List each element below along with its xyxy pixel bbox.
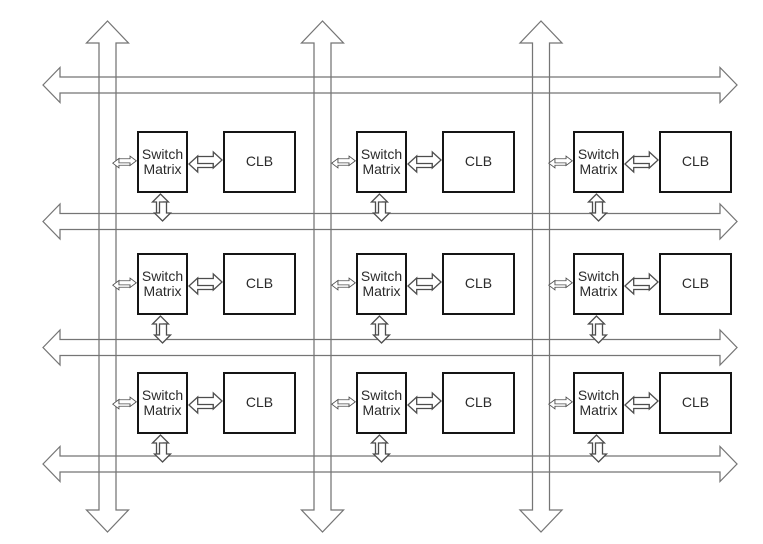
switch-matrix-box: Switch Matrix [573, 253, 624, 315]
switch-matrix-box: Switch Matrix [573, 131, 624, 193]
clb-box: CLB [442, 372, 515, 434]
logic-cell-r2-c2: Switch Matrix CLB [331, 253, 515, 344]
switch-matrix-label-line2: Matrix [143, 161, 182, 177]
clb-box: CLB [442, 131, 515, 193]
switch-matrix-label-line1: Switch [360, 145, 403, 162]
switch-matrix-box: Switch Matrix [573, 372, 624, 434]
switch-matrix-label-line1: Switch [577, 386, 620, 403]
switch-clb-bidirectional-arrow-icon [188, 391, 223, 415]
switch-matrix-label-line1: Switch [141, 145, 184, 162]
switch-matrix-box: Switch Matrix [356, 372, 407, 434]
switch-channel-vertical-bidirectional-arrow-icon [586, 434, 609, 463]
clb-box: CLB [442, 253, 515, 315]
clb-box: CLB [659, 372, 732, 434]
logic-cell-r3-c1: Switch Matrix CLB [112, 372, 296, 463]
clb-box: CLB [223, 131, 296, 193]
switch-channel-vertical-bidirectional-arrow-icon [586, 193, 609, 222]
logic-cell-r2-c1: Switch Matrix CLB [112, 253, 296, 344]
switch-matrix-label-line2: Matrix [362, 283, 401, 299]
switch-matrix-label-line1: Switch [141, 386, 184, 403]
channel-switch-bidirectional-arrow-icon [112, 396, 137, 410]
clb-label: CLB [245, 275, 274, 292]
switch-clb-bidirectional-arrow-icon [624, 272, 659, 296]
vertical-routing-channel-1 [85, 20, 130, 533]
switch-matrix-label-line2: Matrix [362, 161, 401, 177]
horizontal-routing-channel-4 [42, 444, 738, 484]
channel-switch-bidirectional-arrow-icon [331, 155, 356, 169]
switch-matrix-label-line1: Switch [577, 267, 620, 284]
clb-box: CLB [659, 131, 732, 193]
switch-matrix-box: Switch Matrix [137, 131, 188, 193]
switch-channel-vertical-bidirectional-arrow-icon [150, 315, 173, 344]
vertical-routing-channel-3 [518, 20, 564, 533]
channel-switch-bidirectional-arrow-icon [331, 396, 356, 410]
logic-cell-r1-c1: Switch Matrix CLB [112, 131, 296, 222]
channel-switch-bidirectional-arrow-icon [331, 277, 356, 291]
clb-box: CLB [223, 372, 296, 434]
switch-matrix-label-line2: Matrix [579, 402, 618, 418]
channel-switch-bidirectional-arrow-icon [112, 277, 137, 291]
switch-matrix-box: Switch Matrix [356, 131, 407, 193]
logic-cell-r2-c3: Switch Matrix CLB [548, 253, 732, 344]
clb-label: CLB [681, 394, 710, 411]
switch-matrix-label-line1: Switch [360, 267, 403, 284]
clb-label: CLB [681, 153, 710, 170]
switch-matrix-label-line2: Matrix [143, 283, 182, 299]
logic-cell-r1-c3: Switch Matrix CLB [548, 131, 732, 222]
channel-switch-bidirectional-arrow-icon [548, 396, 573, 410]
clb-box: CLB [659, 253, 732, 315]
switch-channel-vertical-bidirectional-arrow-icon [586, 315, 609, 344]
channel-switch-bidirectional-arrow-icon [112, 155, 137, 169]
logic-cell-r3-c3: Switch Matrix CLB [548, 372, 732, 463]
logic-cell-r1-c2: Switch Matrix CLB [331, 131, 515, 222]
switch-matrix-box: Switch Matrix [137, 253, 188, 315]
horizontal-routing-channel-1 [42, 65, 738, 105]
switch-matrix-label-line1: Switch [141, 267, 184, 284]
horizontal-routing-channel-3 [42, 328, 738, 367]
switch-matrix-label-line1: Switch [360, 386, 403, 403]
switch-clb-bidirectional-arrow-icon [624, 391, 659, 415]
switch-clb-bidirectional-arrow-icon [407, 391, 442, 415]
switch-matrix-label-line2: Matrix [143, 402, 182, 418]
clb-box: CLB [223, 253, 296, 315]
switch-clb-bidirectional-arrow-icon [407, 272, 442, 296]
logic-cell-r3-c2: Switch Matrix CLB [331, 372, 515, 463]
switch-clb-bidirectional-arrow-icon [624, 150, 659, 174]
switch-matrix-label-line1: Switch [577, 145, 620, 162]
switch-channel-vertical-bidirectional-arrow-icon [369, 193, 392, 222]
switch-clb-bidirectional-arrow-icon [407, 150, 442, 174]
channel-switch-bidirectional-arrow-icon [548, 277, 573, 291]
switch-clb-bidirectional-arrow-icon [188, 150, 223, 174]
switch-clb-bidirectional-arrow-icon [188, 272, 223, 296]
clb-label: CLB [245, 394, 274, 411]
switch-matrix-box: Switch Matrix [356, 253, 407, 315]
switch-channel-vertical-bidirectional-arrow-icon [150, 434, 173, 463]
switch-matrix-box: Switch Matrix [137, 372, 188, 434]
horizontal-routing-channel-2 [42, 202, 738, 241]
clb-label: CLB [464, 394, 493, 411]
switch-matrix-label-line2: Matrix [579, 283, 618, 299]
channel-switch-bidirectional-arrow-icon [548, 155, 573, 169]
switch-channel-vertical-bidirectional-arrow-icon [369, 434, 392, 463]
clb-label: CLB [464, 275, 493, 292]
clb-label: CLB [464, 153, 493, 170]
clb-label: CLB [681, 275, 710, 292]
switch-matrix-label-line2: Matrix [579, 161, 618, 177]
vertical-routing-channel-2 [300, 20, 345, 533]
switch-matrix-label-line2: Matrix [362, 402, 401, 418]
switch-channel-vertical-bidirectional-arrow-icon [150, 193, 173, 222]
clb-label: CLB [245, 153, 274, 170]
switch-channel-vertical-bidirectional-arrow-icon [369, 315, 392, 344]
